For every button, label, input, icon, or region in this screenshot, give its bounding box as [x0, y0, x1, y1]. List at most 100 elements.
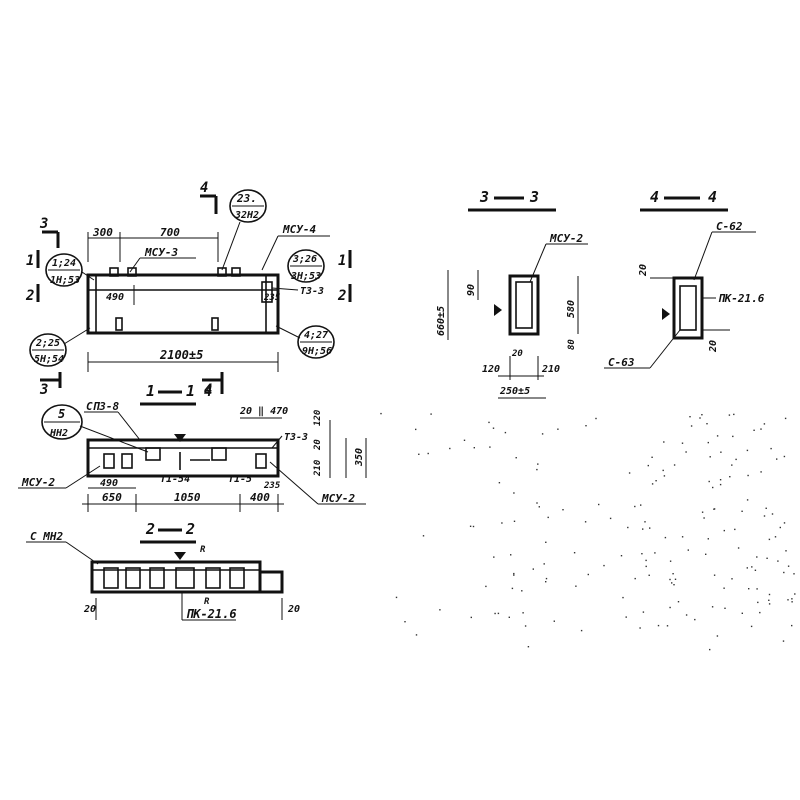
scan-dot	[463, 439, 466, 441]
scan-dot	[685, 614, 688, 616]
s22-label-pk: ПК-21.6	[186, 607, 237, 621]
scan-dot	[787, 565, 790, 567]
s22-label-cmh2: С МН2	[30, 530, 63, 543]
scan-dot	[609, 517, 612, 520]
s22-mark-triangle	[174, 552, 186, 560]
scan-dot	[770, 447, 772, 450]
scan-dot	[748, 588, 750, 590]
s11-label-spz8: СПЗ-8	[86, 400, 119, 413]
scan-dot	[537, 463, 539, 465]
scan-dot	[787, 599, 789, 601]
s33-dim-80: 80	[567, 339, 577, 350]
scan-dot	[784, 417, 787, 420]
scan-dot	[760, 471, 762, 473]
scan-dot	[513, 572, 515, 575]
scan-dot	[706, 423, 708, 425]
bubble-4-27-top: 4;27	[304, 330, 328, 341]
s22-title-right: 2	[185, 520, 195, 538]
scan-dot	[662, 469, 664, 472]
scan-dot	[511, 587, 514, 590]
scan-dot	[587, 573, 589, 576]
bubble-2-25-bottom: 5Н;54	[34, 354, 64, 365]
scan-dot	[493, 556, 495, 558]
scan-dot	[768, 603, 771, 605]
scan-dot	[543, 563, 545, 565]
scan-dot	[634, 577, 636, 580]
scan-dot	[733, 413, 735, 416]
scan-dot	[651, 483, 654, 485]
scan-dot	[415, 634, 418, 636]
cut3-bottom-label: 3	[39, 382, 48, 398]
scan-dot	[731, 578, 733, 580]
s11-dim-650: 650	[102, 491, 122, 504]
s33-inner	[515, 281, 533, 329]
scan-dot	[497, 612, 500, 615]
scan-dot	[723, 587, 725, 589]
scan-dot	[439, 609, 441, 611]
s33-mark-triangle	[494, 304, 502, 316]
scan-dot	[694, 618, 696, 621]
scan-dot	[690, 425, 693, 427]
scan-dot	[640, 504, 642, 506]
scan-dot	[711, 606, 714, 608]
scan-dot	[524, 625, 527, 627]
scan-dot	[485, 585, 487, 588]
s22-cell-5	[205, 567, 221, 589]
s44-title-right: 4	[708, 188, 717, 206]
scan-dot	[501, 522, 503, 524]
s11-label-mcy2-left: МСУ-2	[21, 476, 55, 489]
s11-bubble-5	[41, 404, 83, 440]
scan-dot	[515, 457, 517, 459]
s11-label-t15: Т1-5	[228, 474, 252, 485]
scan-dot	[741, 612, 743, 614]
s44-mark-triangle	[662, 308, 670, 320]
s33-dim-20: 20	[511, 349, 523, 359]
scan-dot	[634, 505, 636, 508]
bubble-23-top: 23.	[236, 192, 257, 205]
scan-dot	[768, 593, 771, 596]
plan-hole-2	[211, 317, 219, 331]
s11-dim-20-470: 20 ‖ 470	[239, 406, 288, 417]
scan-dot	[771, 513, 774, 515]
scan-dot	[513, 492, 515, 494]
bubble-3-26-top: 3;26	[292, 254, 317, 265]
scan-dot	[573, 552, 576, 554]
bubble-1-24-leader	[81, 271, 95, 281]
scan-dot	[723, 529, 725, 532]
s33-dim-90: 90	[466, 284, 477, 296]
s33-label-mcy2: МСУ-2	[549, 232, 583, 245]
scan-dot	[494, 612, 496, 615]
scan-dot	[536, 502, 538, 504]
mcy4-leader	[261, 235, 279, 271]
bubble-2-25-top: 2;25	[35, 338, 60, 349]
scan-dot	[532, 568, 534, 570]
s11-bubble-5-top: 5	[58, 407, 65, 421]
scan-dot	[779, 526, 781, 529]
plan-dim-2100: 2100±5	[159, 348, 203, 362]
scan-dot	[663, 441, 665, 443]
s11-body	[86, 438, 280, 478]
scan-dot	[395, 596, 398, 599]
s22-cell-4	[175, 567, 195, 589]
plan-label-mcy3: МСУ-3	[144, 246, 178, 259]
section-4-4: 4 4 С-62 ПК-21.6 С-63 20 20	[604, 188, 765, 369]
scan-dot	[489, 446, 491, 448]
scan-dot	[763, 515, 766, 517]
scan-dot	[674, 578, 677, 580]
scan-dot	[651, 456, 653, 458]
scan-dot	[774, 536, 777, 538]
scan-dot	[527, 646, 530, 648]
s22-title-left: 2	[145, 520, 155, 538]
s11-socket-3	[145, 447, 161, 461]
scan-dot	[673, 464, 676, 466]
s11-mark-triangle	[174, 434, 186, 442]
s11-socket-2	[121, 453, 133, 469]
scan-dot	[768, 538, 771, 541]
s44-body	[672, 276, 704, 340]
s11-t33-leader	[271, 435, 283, 449]
scan-dot	[720, 451, 722, 453]
s44-c62-leader	[693, 231, 713, 281]
scan-dot	[669, 560, 672, 562]
s33-dim-210: 210	[541, 364, 560, 375]
s22-cmh2-leader	[65, 541, 99, 565]
